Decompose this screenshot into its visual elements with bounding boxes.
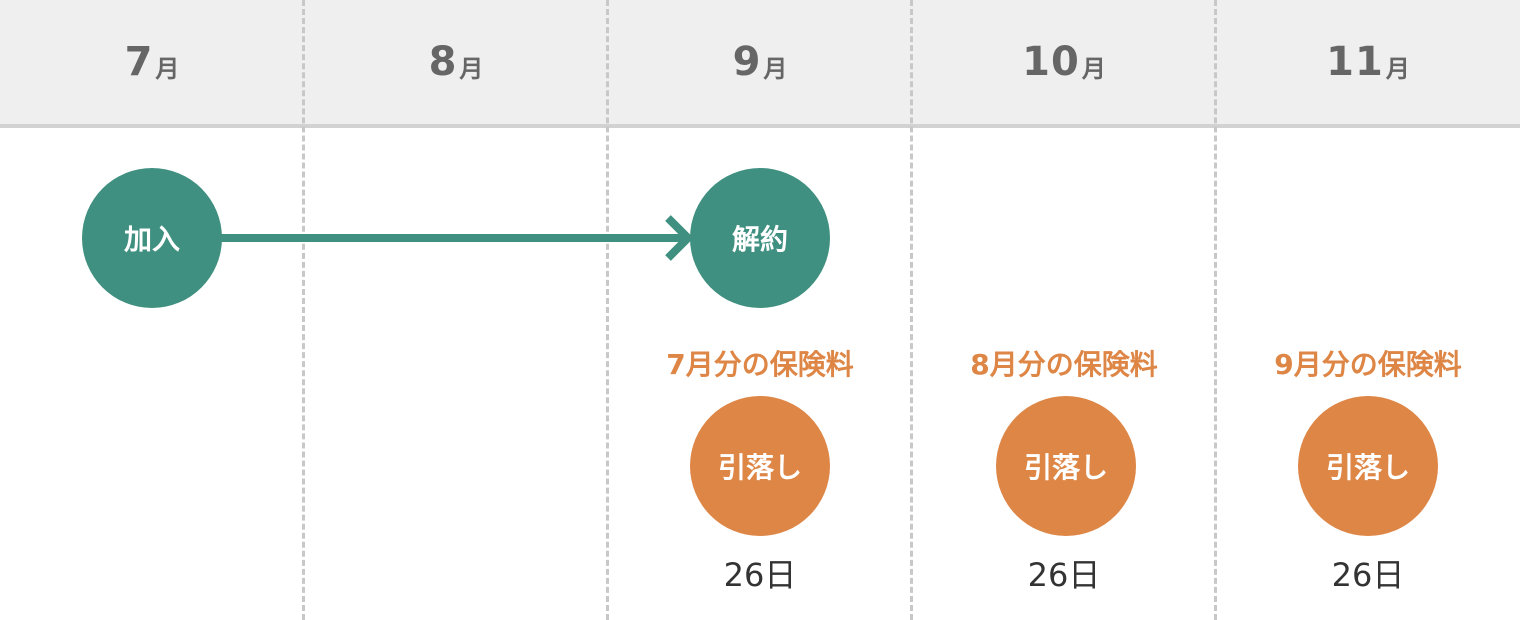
debit-circle-november: 引落し	[1298, 396, 1438, 536]
month-unit: 月	[1081, 54, 1106, 83]
debit-label: 引落し	[1023, 451, 1108, 484]
debit-label: 引落し	[1325, 451, 1410, 484]
debit-day-september: 26日	[723, 556, 797, 594]
month-unit: 月	[1385, 54, 1410, 83]
month-number: 7	[124, 39, 154, 85]
join-event-circle: 加入	[82, 168, 222, 308]
column-divider	[606, 0, 609, 620]
debit-circle-october: 引落し	[996, 396, 1136, 536]
column-divider	[910, 0, 913, 620]
debit-circle-september: 引落し	[690, 396, 830, 536]
debit-day-november: 26日	[1331, 556, 1405, 594]
month-unit: 月	[459, 54, 484, 83]
join-event-label: 加入	[123, 223, 180, 256]
month-unit: 月	[763, 54, 788, 83]
premium-label-september: 9月分の保険料	[1274, 348, 1462, 381]
month-number: 10	[1022, 39, 1080, 85]
month-number: 9	[732, 39, 762, 85]
month-number: 8	[428, 39, 458, 85]
debit-label: 引落し	[717, 451, 802, 484]
month-number: 11	[1326, 39, 1384, 85]
cancel-event-circle: 解約	[690, 168, 830, 308]
debit-day-october: 26日	[1027, 556, 1101, 594]
column-divider	[302, 0, 305, 620]
cancel-event-label: 解約	[731, 223, 788, 256]
arrow-head	[665, 215, 694, 261]
premium-label-july: 7月分の保険料	[666, 348, 854, 381]
column-divider	[1214, 0, 1217, 620]
premium-label-august: 8月分の保険料	[970, 348, 1158, 381]
month-unit: 月	[155, 54, 180, 83]
